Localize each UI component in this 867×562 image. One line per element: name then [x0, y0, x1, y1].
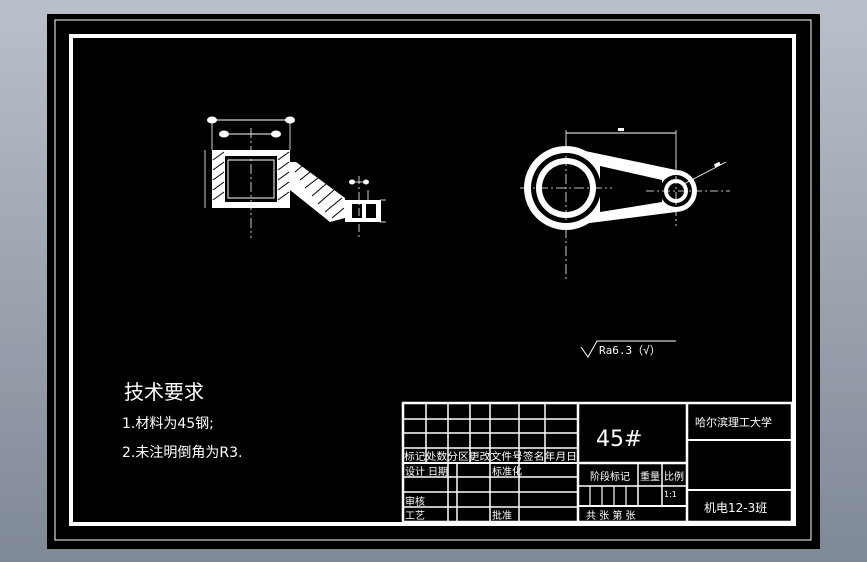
- outer-frame: [54, 19, 812, 541]
- tech-requirements-heading: 技术要求: [124, 380, 204, 404]
- date-label: 日期: [428, 466, 448, 478]
- craft-label: 工艺: [405, 510, 425, 522]
- scale-label: 比例: [664, 470, 684, 483]
- revision-row-labels: 标记处数分区更改文件号签名年月日: [404, 450, 577, 463]
- surface-finish-note: Ra6.3（√）: [580, 340, 676, 358]
- tech-requirements: 技术要求 1.材料为45钢; 2.未注明倒角为R3.: [122, 380, 242, 461]
- drawing-sheet: [47, 14, 820, 549]
- surface-finish-text: Ra6.3（√）: [599, 344, 661, 357]
- tech-requirement-2: 2.未注明倒角为R3.: [122, 445, 242, 461]
- sheets-label: 共 张 第 张: [586, 509, 636, 522]
- stage-label: 阶段标记: [590, 470, 630, 483]
- front-view: [204, 116, 386, 240]
- class-name: 机电12-3班: [704, 501, 767, 515]
- design-label: 设计: [405, 465, 425, 478]
- school-name: 哈尔滨理工大学: [695, 415, 772, 429]
- approve-label: 批准: [492, 509, 512, 522]
- scale-value: 1:1: [664, 490, 677, 499]
- title-block: [401, 401, 794, 524]
- top-view: [520, 128, 730, 282]
- inner-frame: [69, 34, 796, 526]
- weight-label: 重量: [640, 470, 660, 483]
- review-label: 审核: [405, 495, 425, 508]
- material-label: 45#: [596, 427, 642, 452]
- tech-requirement-1: 1.材料为45钢;: [122, 416, 214, 432]
- standardization-label: 标准化: [492, 465, 522, 478]
